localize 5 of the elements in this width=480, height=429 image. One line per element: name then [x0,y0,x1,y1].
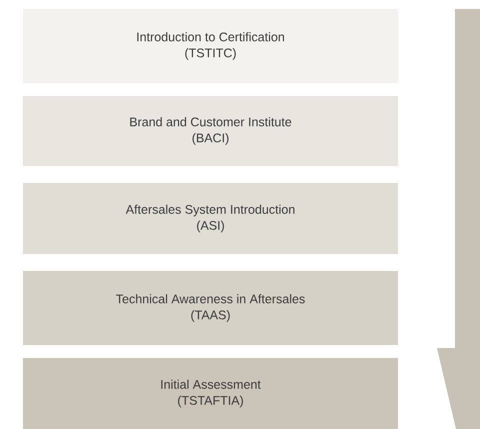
course-box: Introduction to Certification (TSTITC) [23,9,398,83]
course-box: Initial Assessment (TSTAFTIA) [23,358,398,429]
course-box: Technical Awareness in Aftersales (TAAS) [23,271,398,345]
course-box: Aftersales System Introduction (ASI) [23,183,398,254]
course-box: Brand and Customer Institute (BACI) [23,96,398,166]
